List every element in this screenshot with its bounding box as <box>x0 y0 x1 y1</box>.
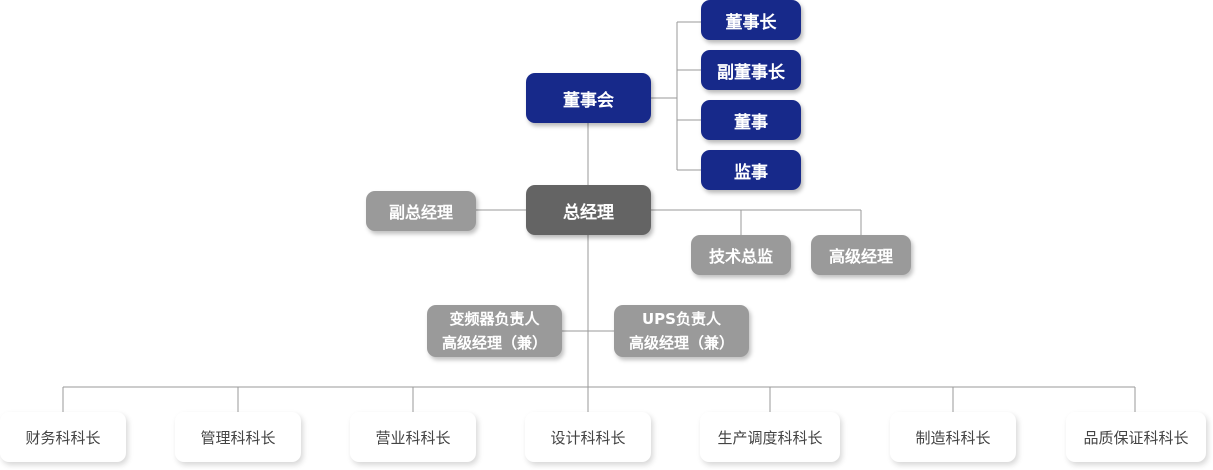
senior-manager-label: 高级经理 <box>828 247 893 266</box>
section-design-label: 设计科科长 <box>550 428 626 447</box>
section-manufacturing-label: 制造科科长 <box>915 428 991 447</box>
section-design-box: 设计科科长 <box>525 412 651 462</box>
ups-lead-box: UPS负责人 高级经理（兼） <box>614 305 749 357</box>
senior-manager-box: 高级经理 <box>811 235 911 275</box>
inverter-lead-role: 高级经理（兼） <box>441 334 547 352</box>
supervisor-label: 监事 <box>734 162 768 183</box>
deputy-general-manager-box: 副总经理 <box>366 191 476 231</box>
vice-chairman-label: 副董事长 <box>717 62 785 83</box>
section-management-label: 管理科科长 <box>200 428 276 447</box>
supervisor-box: 监事 <box>701 150 801 190</box>
section-quality-assurance-box: 品质保证科科长 <box>1066 412 1206 462</box>
ups-lead-title: UPS负责人 <box>642 310 721 328</box>
technical-director-label: 技术总监 <box>708 247 773 266</box>
general-manager-box: 总经理 <box>526 185 651 235</box>
deputy-general-manager-label: 副总经理 <box>388 203 453 222</box>
chairman-box: 董事长 <box>701 0 801 40</box>
board-of-directors-label: 董事会 <box>563 90 614 111</box>
director-box: 董事 <box>701 100 801 140</box>
section-sales-box: 营业科科长 <box>350 412 476 462</box>
inverter-lead-title: 变频器负责人 <box>449 310 540 328</box>
section-finance-label: 财务科科长 <box>25 428 101 447</box>
section-finance-box: 财务科科长 <box>0 412 126 462</box>
chairman-label: 董事长 <box>725 12 777 33</box>
vice-chairman-box: 副董事长 <box>701 50 801 90</box>
section-manufacturing-box: 制造科科长 <box>890 412 1016 462</box>
section-quality-assurance-label: 品质保证科科长 <box>1083 428 1189 447</box>
section-production-scheduling-label: 生产调度科科长 <box>717 428 823 447</box>
director-label: 董事 <box>734 112 768 133</box>
general-manager-label: 总经理 <box>563 202 614 223</box>
section-sales-label: 营业科科长 <box>375 428 451 447</box>
inverter-lead-box: 变频器负责人 高级经理（兼） <box>427 305 562 357</box>
ups-lead-role: 高级经理（兼） <box>628 334 734 352</box>
section-management-box: 管理科科长 <box>175 412 301 462</box>
board-of-directors-box: 董事会 <box>526 73 651 123</box>
section-production-scheduling-box: 生产调度科科长 <box>700 412 840 462</box>
technical-director-box: 技术总监 <box>691 235 791 275</box>
